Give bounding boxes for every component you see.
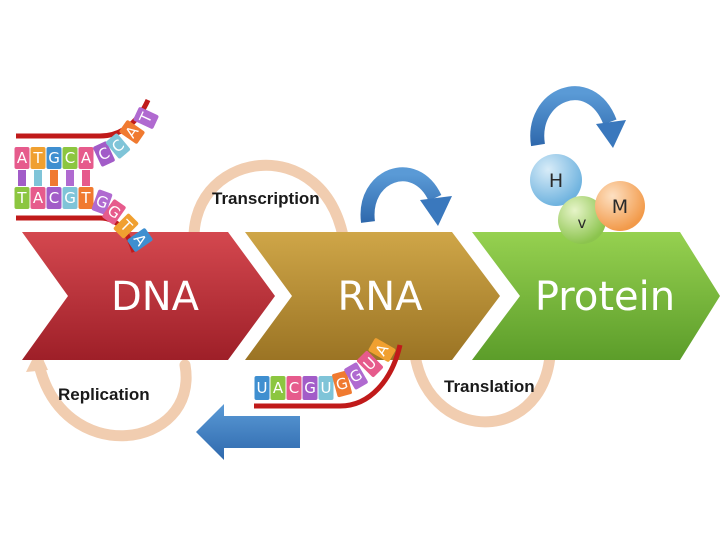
rna-label: RNA — [337, 274, 423, 320]
dna-base: G — [62, 187, 78, 209]
rna-base: G — [344, 362, 368, 390]
rna-base: U — [254, 376, 270, 400]
rna-chevron — [245, 232, 500, 360]
replication-label: Replication — [58, 385, 150, 404]
dna-base: A — [78, 147, 94, 169]
svg-text:H: H — [549, 170, 563, 192]
protein-chevron — [472, 232, 720, 360]
left-arrow-icon — [196, 404, 300, 460]
svg-text:A: A — [33, 189, 44, 207]
dna-label: DNA — [111, 274, 200, 320]
dna-base: T — [30, 147, 46, 169]
svg-text:U: U — [257, 379, 268, 397]
svg-text:M: M — [612, 196, 628, 218]
dna-base: C — [62, 147, 78, 169]
amino-acid-h: H — [530, 154, 582, 206]
svg-text:G: G — [304, 379, 316, 397]
rna-base: A — [368, 338, 396, 362]
svg-text:C: C — [49, 189, 59, 207]
protein-label: Protein — [535, 274, 675, 320]
svg-text:G: G — [93, 192, 110, 213]
svg-text:v: v — [578, 214, 587, 232]
svg-text:A: A — [17, 149, 28, 167]
rna-base: U — [318, 376, 334, 400]
svg-text:T: T — [80, 189, 91, 207]
dna-base: A — [14, 147, 30, 169]
dna-base: T — [78, 187, 94, 209]
svg-text:G: G — [64, 189, 76, 207]
dna-chevron — [22, 232, 275, 360]
svg-text:G: G — [334, 374, 350, 394]
dna-base: T — [113, 213, 139, 239]
dna-base: T — [14, 187, 30, 209]
svg-text:T: T — [32, 149, 43, 167]
dna-base: G — [102, 199, 126, 225]
dna-base: T — [133, 107, 159, 129]
svg-text:A: A — [81, 149, 92, 167]
transcription-label: Transcription — [212, 189, 320, 208]
svg-text:A: A — [273, 379, 284, 397]
svg-text:T: T — [16, 189, 27, 207]
svg-text:C: C — [289, 379, 299, 397]
dna-base: C — [46, 187, 62, 209]
amino-acid-v: v — [558, 196, 606, 244]
dna-base: C — [106, 133, 130, 159]
dna-base: A — [119, 120, 145, 144]
svg-text:U: U — [321, 379, 332, 397]
rna-base: A — [270, 376, 286, 400]
curved-arrow-icon — [360, 167, 452, 226]
rna-base: C — [286, 376, 302, 400]
dna-base: A — [127, 228, 153, 252]
dna-base: G — [91, 189, 113, 215]
rna-base: G — [332, 370, 352, 398]
dna-base: G — [46, 147, 62, 169]
dna-base: A — [30, 187, 46, 209]
rna-base: U — [357, 351, 383, 377]
dna-base: C — [93, 141, 115, 167]
amino-acid-m: M — [595, 181, 645, 231]
svg-text:C: C — [65, 149, 75, 167]
curved-arrow-icon — [530, 86, 626, 148]
rna-base: G — [302, 376, 318, 400]
svg-text:G: G — [48, 149, 60, 167]
translation-label: Translation — [444, 377, 535, 396]
